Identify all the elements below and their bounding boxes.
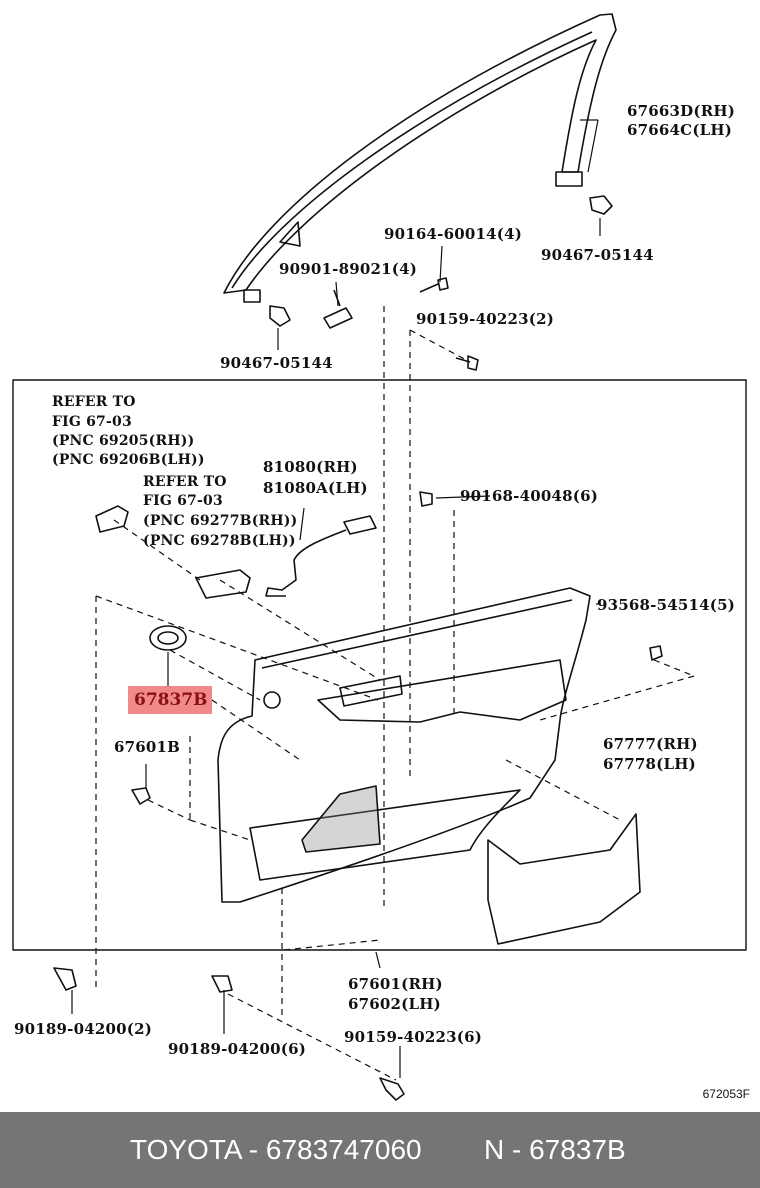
clip-fastener-left [269,305,291,327]
clip-bottom-mid [211,975,233,993]
label-90189-mid: 90189-04200(6) [168,1040,307,1058]
highlighted-part-67837b[interactable]: 67837B [128,686,212,714]
label-pnc-69277b: (PNC 69277B(RH)) [143,513,298,529]
label-90901: 90901-89021(4) [279,260,418,278]
screw-small-right [649,645,663,661]
retainer-clip [323,289,353,329]
label-67778: 67778(LH) [603,755,696,773]
door-trim-panel [217,587,591,903]
label-90159-top: 90159-40223(2) [416,310,555,328]
frame-clip-left [243,289,261,303]
label-90467-left: 90467-05144 [220,354,333,372]
grommet-part [149,625,187,651]
switch-base-2 [195,569,251,599]
assembly-frame [12,379,747,951]
label-67602: 67602(LH) [348,995,441,1013]
label-fig-2: FIG 67-03 [143,493,223,509]
screw-upper [419,277,449,293]
label-pnc-69278b: (PNC 69278B(LH)) [143,533,296,549]
label-90159-bottom: 90159-40223(6) [344,1028,483,1046]
label-93568: 93568-54514(5) [597,596,736,614]
label-81080: 81080(RH) [263,458,358,476]
label-refer-1: REFER TO [52,394,136,410]
label-fig-1: FIG 67-03 [52,414,132,430]
label-67777: 67777(RH) [603,735,698,753]
frame-clip-right [555,171,583,187]
switch-base-1 [95,505,129,533]
label-refer-2: REFER TO [143,474,227,490]
label-90164: 90164-60014(4) [384,225,523,243]
label-67664c: 67664C(LH) [627,121,733,139]
diagram-code: 672053F [702,1087,750,1101]
footer-part-code: N - 67837B [484,1134,626,1165]
lower-garnish [487,813,641,945]
label-90467-right: 90467-05144 [541,246,654,264]
label-90168: 90168-40048(6) [460,487,599,505]
label-67601b: 67601B [114,738,181,756]
footer-part-number: TOYOTA - 6783747060 [130,1134,422,1165]
clip-bottom-left [53,967,77,991]
screw-90159-top [455,355,479,371]
screw-small-left [131,787,151,805]
parts-diagram [12,13,747,1101]
label-67837b: 67837B [134,690,208,710]
door-pocket [249,789,521,881]
screw-90168 [419,491,433,507]
label-90189-left: 90189-04200(2) [14,1020,153,1038]
label-81080a: 81080A(LH) [263,479,368,497]
footer-bar: TOYOTA - 6783747060 N - 67837B [0,1112,760,1188]
screw-bottom [379,1077,405,1101]
label-pnc-69205: (PNC 69205(RH)) [52,433,195,449]
label-67601: 67601(RH) [348,975,443,993]
label-pnc-69206b: (PNC 69206B(LH)) [52,452,205,468]
label-67663d: 67663D(RH) [627,102,736,120]
clip-fastener-right [589,195,613,215]
courtesy-lamp-connector [265,515,377,597]
